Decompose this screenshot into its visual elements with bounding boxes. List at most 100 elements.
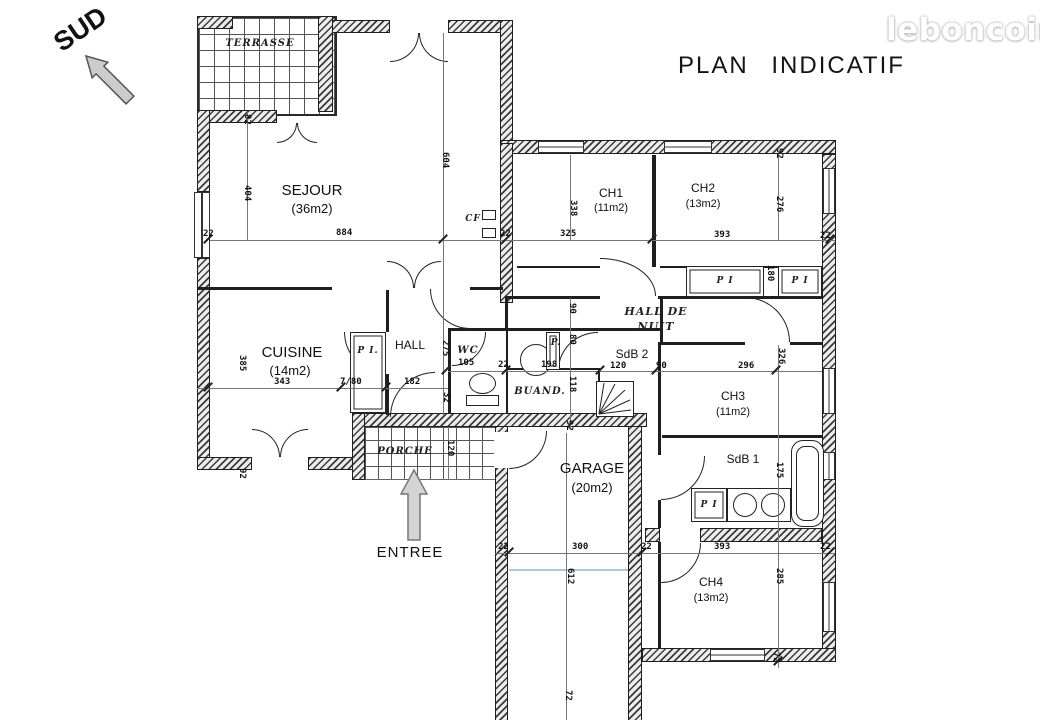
door-arc xyxy=(558,332,598,370)
interior-wall xyxy=(386,290,389,332)
interior-wall xyxy=(505,296,600,299)
interior-wall xyxy=(197,287,332,290)
room-label-hall: HALL xyxy=(394,338,426,352)
interior-wall xyxy=(658,542,661,648)
window xyxy=(823,368,835,414)
room-label-ch4: CH4 xyxy=(698,575,724,589)
tick xyxy=(771,365,781,375)
dimension-label: 90 xyxy=(656,361,667,371)
entrance-arrow-icon xyxy=(399,468,429,541)
closet xyxy=(686,266,764,297)
interior-wall xyxy=(386,374,389,415)
bathtub-inner xyxy=(796,446,819,521)
dimension-label: 72 xyxy=(771,652,781,663)
dimension-label: 393 xyxy=(714,230,731,240)
window xyxy=(664,141,712,153)
room-label-buanderie: BUAND. xyxy=(514,386,566,397)
dimension-label: 120 xyxy=(445,440,455,457)
dimension-label: 404 xyxy=(242,185,252,202)
room-area-sejour: (36m2) xyxy=(291,201,333,216)
wall xyxy=(500,143,513,303)
dimension-label: 604 xyxy=(440,152,450,169)
room-label-hall-de-nuit-2: NUIT xyxy=(637,320,675,333)
wall xyxy=(628,420,642,720)
wall xyxy=(495,425,508,720)
door-arc xyxy=(414,261,441,288)
wall xyxy=(500,20,513,143)
dimension-label: 22 xyxy=(203,229,214,239)
door-arc xyxy=(252,429,280,457)
closet xyxy=(546,332,560,370)
interior-wall xyxy=(508,328,662,331)
door-arc xyxy=(277,123,297,143)
closet xyxy=(778,266,822,297)
dimension-line xyxy=(778,155,779,240)
dimension-label: 385 xyxy=(237,355,247,372)
door-arc xyxy=(280,429,308,457)
closet xyxy=(691,488,727,522)
dimension-label: 612 xyxy=(565,568,575,585)
dimension-label: 182 xyxy=(404,377,421,387)
terrace-tiles xyxy=(197,16,337,116)
wall xyxy=(197,110,210,192)
closet xyxy=(350,332,386,413)
room-label-porche: PORCHE xyxy=(377,446,433,457)
door-arc xyxy=(509,431,547,469)
closet-label: P I xyxy=(791,276,809,286)
interior-wall xyxy=(658,342,661,455)
room-area-ch3: (11m2) xyxy=(715,406,751,418)
dimension-line xyxy=(210,240,835,241)
dimension-label: 72 xyxy=(563,690,573,701)
room-label-sdb2: SdB 2 xyxy=(615,347,649,361)
window xyxy=(823,582,835,632)
room-label-sdb1: SdB 1 xyxy=(726,452,760,466)
dimension-line xyxy=(570,298,571,428)
wall xyxy=(318,16,333,112)
dimension-label: 393 xyxy=(714,542,731,552)
entrance-label: ENTREE xyxy=(376,544,444,561)
dimension-line xyxy=(448,427,449,480)
interior-wall xyxy=(517,266,600,268)
dimension-label: 80 xyxy=(567,334,577,345)
door-arc xyxy=(430,289,470,329)
washbasin-icon xyxy=(761,493,785,517)
room-label-terrasse: TERRASSE xyxy=(225,38,295,49)
shower-icon xyxy=(596,381,634,417)
dimension-label: 325 xyxy=(560,229,577,239)
flue-icon xyxy=(482,228,496,238)
dimension-label: 92 xyxy=(564,420,574,431)
interior-wall xyxy=(505,296,508,331)
interior-wall xyxy=(662,342,745,345)
toilet-bowl-icon xyxy=(469,373,496,394)
dimension-label: 343 xyxy=(274,377,291,387)
room-area-garage: (20m2) xyxy=(571,480,613,495)
dimension-line xyxy=(443,33,444,415)
washbasin-icon xyxy=(733,493,757,517)
wall xyxy=(332,20,390,33)
dimension-label: 92 xyxy=(237,468,247,479)
dimension-label: 22 xyxy=(498,542,509,552)
dimension-label: 105 xyxy=(458,358,475,368)
dimension-label: 90 xyxy=(567,303,577,314)
room-label-ch1: CH1 xyxy=(598,186,624,200)
room-label-ch2: CH2 xyxy=(690,181,716,195)
dimension-label: 118 xyxy=(567,376,577,393)
door-arc xyxy=(600,258,656,296)
interior-wall xyxy=(470,287,503,290)
wall xyxy=(700,528,822,542)
dimension-label: 285 xyxy=(774,568,784,585)
dimension-label: 884 xyxy=(336,228,353,238)
dimension-line xyxy=(247,112,248,240)
toilet-tank-icon xyxy=(466,395,499,406)
dimension-label: 326 xyxy=(776,348,786,365)
room-label-sejour: SEJOUR xyxy=(281,182,343,199)
dimension-line xyxy=(448,371,822,372)
interior-wall xyxy=(790,342,822,345)
dimension-label: 22 xyxy=(500,229,511,239)
shower-spray-icon xyxy=(598,382,632,415)
dimension-label: 7/80 xyxy=(340,377,362,387)
dimension-line xyxy=(566,433,567,720)
dimension-label: 82 xyxy=(242,114,252,125)
interior-wall xyxy=(660,296,663,345)
dimension-line xyxy=(197,388,448,389)
